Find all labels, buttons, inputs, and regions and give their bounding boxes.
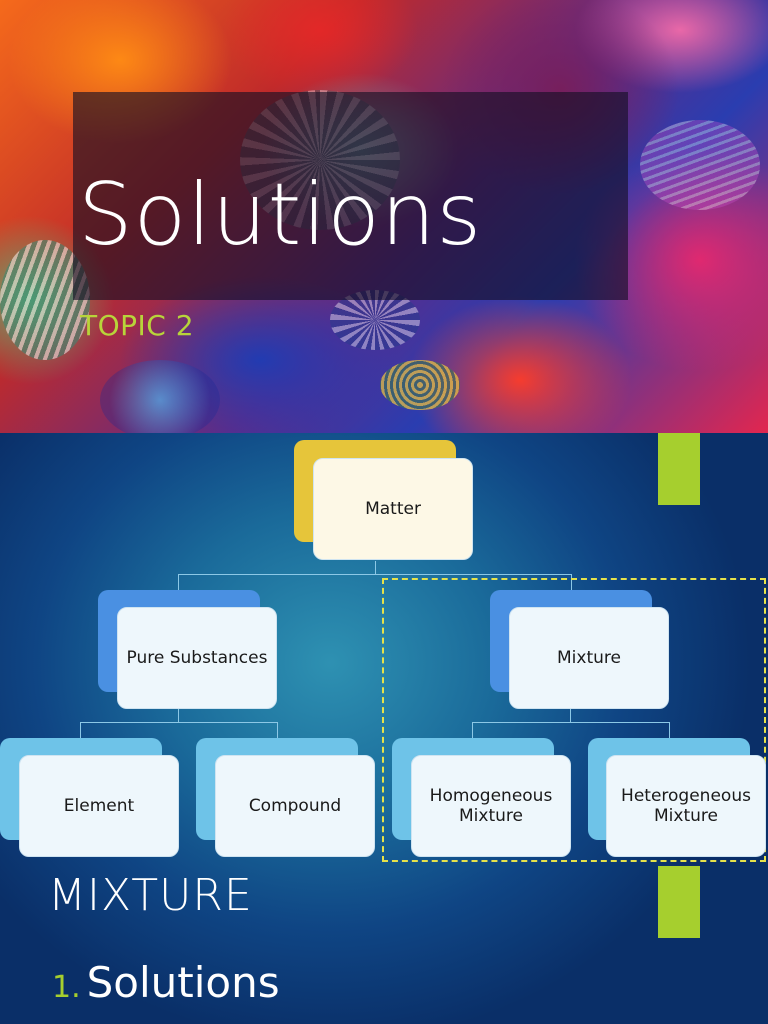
accent-bar bbox=[658, 433, 700, 505]
connector-line bbox=[472, 722, 670, 741]
title-slide: Solutions TOPIC 2 bbox=[0, 0, 768, 433]
node-homogeneous-mixture: Homogeneous Mixture bbox=[411, 755, 571, 857]
list-number: 1. bbox=[52, 970, 81, 1005]
list-text: Solutions bbox=[86, 958, 280, 1007]
node-heterogeneous-mixture: Heterogeneous Mixture bbox=[606, 755, 766, 857]
mixture-highlight-box bbox=[382, 578, 766, 862]
node-compound: Compound bbox=[215, 755, 375, 857]
node-matter: Matter bbox=[313, 458, 473, 560]
hierarchy-slide: Matter Pure Substances Mixture Element C… bbox=[0, 433, 768, 1024]
list-item: 1.Solutions bbox=[52, 962, 280, 1004]
connector-line bbox=[570, 708, 571, 722]
accent-bar bbox=[658, 866, 700, 938]
node-element: Element bbox=[19, 755, 179, 857]
connector-line bbox=[80, 722, 278, 741]
node-pure-substances: Pure Substances bbox=[117, 607, 277, 709]
glass-art-swirl bbox=[640, 120, 760, 210]
node-mixture: Mixture bbox=[509, 607, 669, 709]
connector-line bbox=[178, 574, 572, 593]
slide-subtitle: TOPIC 2 bbox=[80, 309, 195, 342]
connector-line bbox=[375, 561, 376, 574]
glass-art-swirl bbox=[330, 290, 420, 350]
section-heading: MIXTURE bbox=[48, 870, 253, 921]
glass-art-swirl bbox=[100, 360, 220, 433]
glass-art-swirl bbox=[380, 360, 460, 410]
title-backdrop bbox=[73, 92, 628, 300]
slide-title: Solutions bbox=[78, 165, 483, 265]
connector-line bbox=[178, 708, 179, 722]
